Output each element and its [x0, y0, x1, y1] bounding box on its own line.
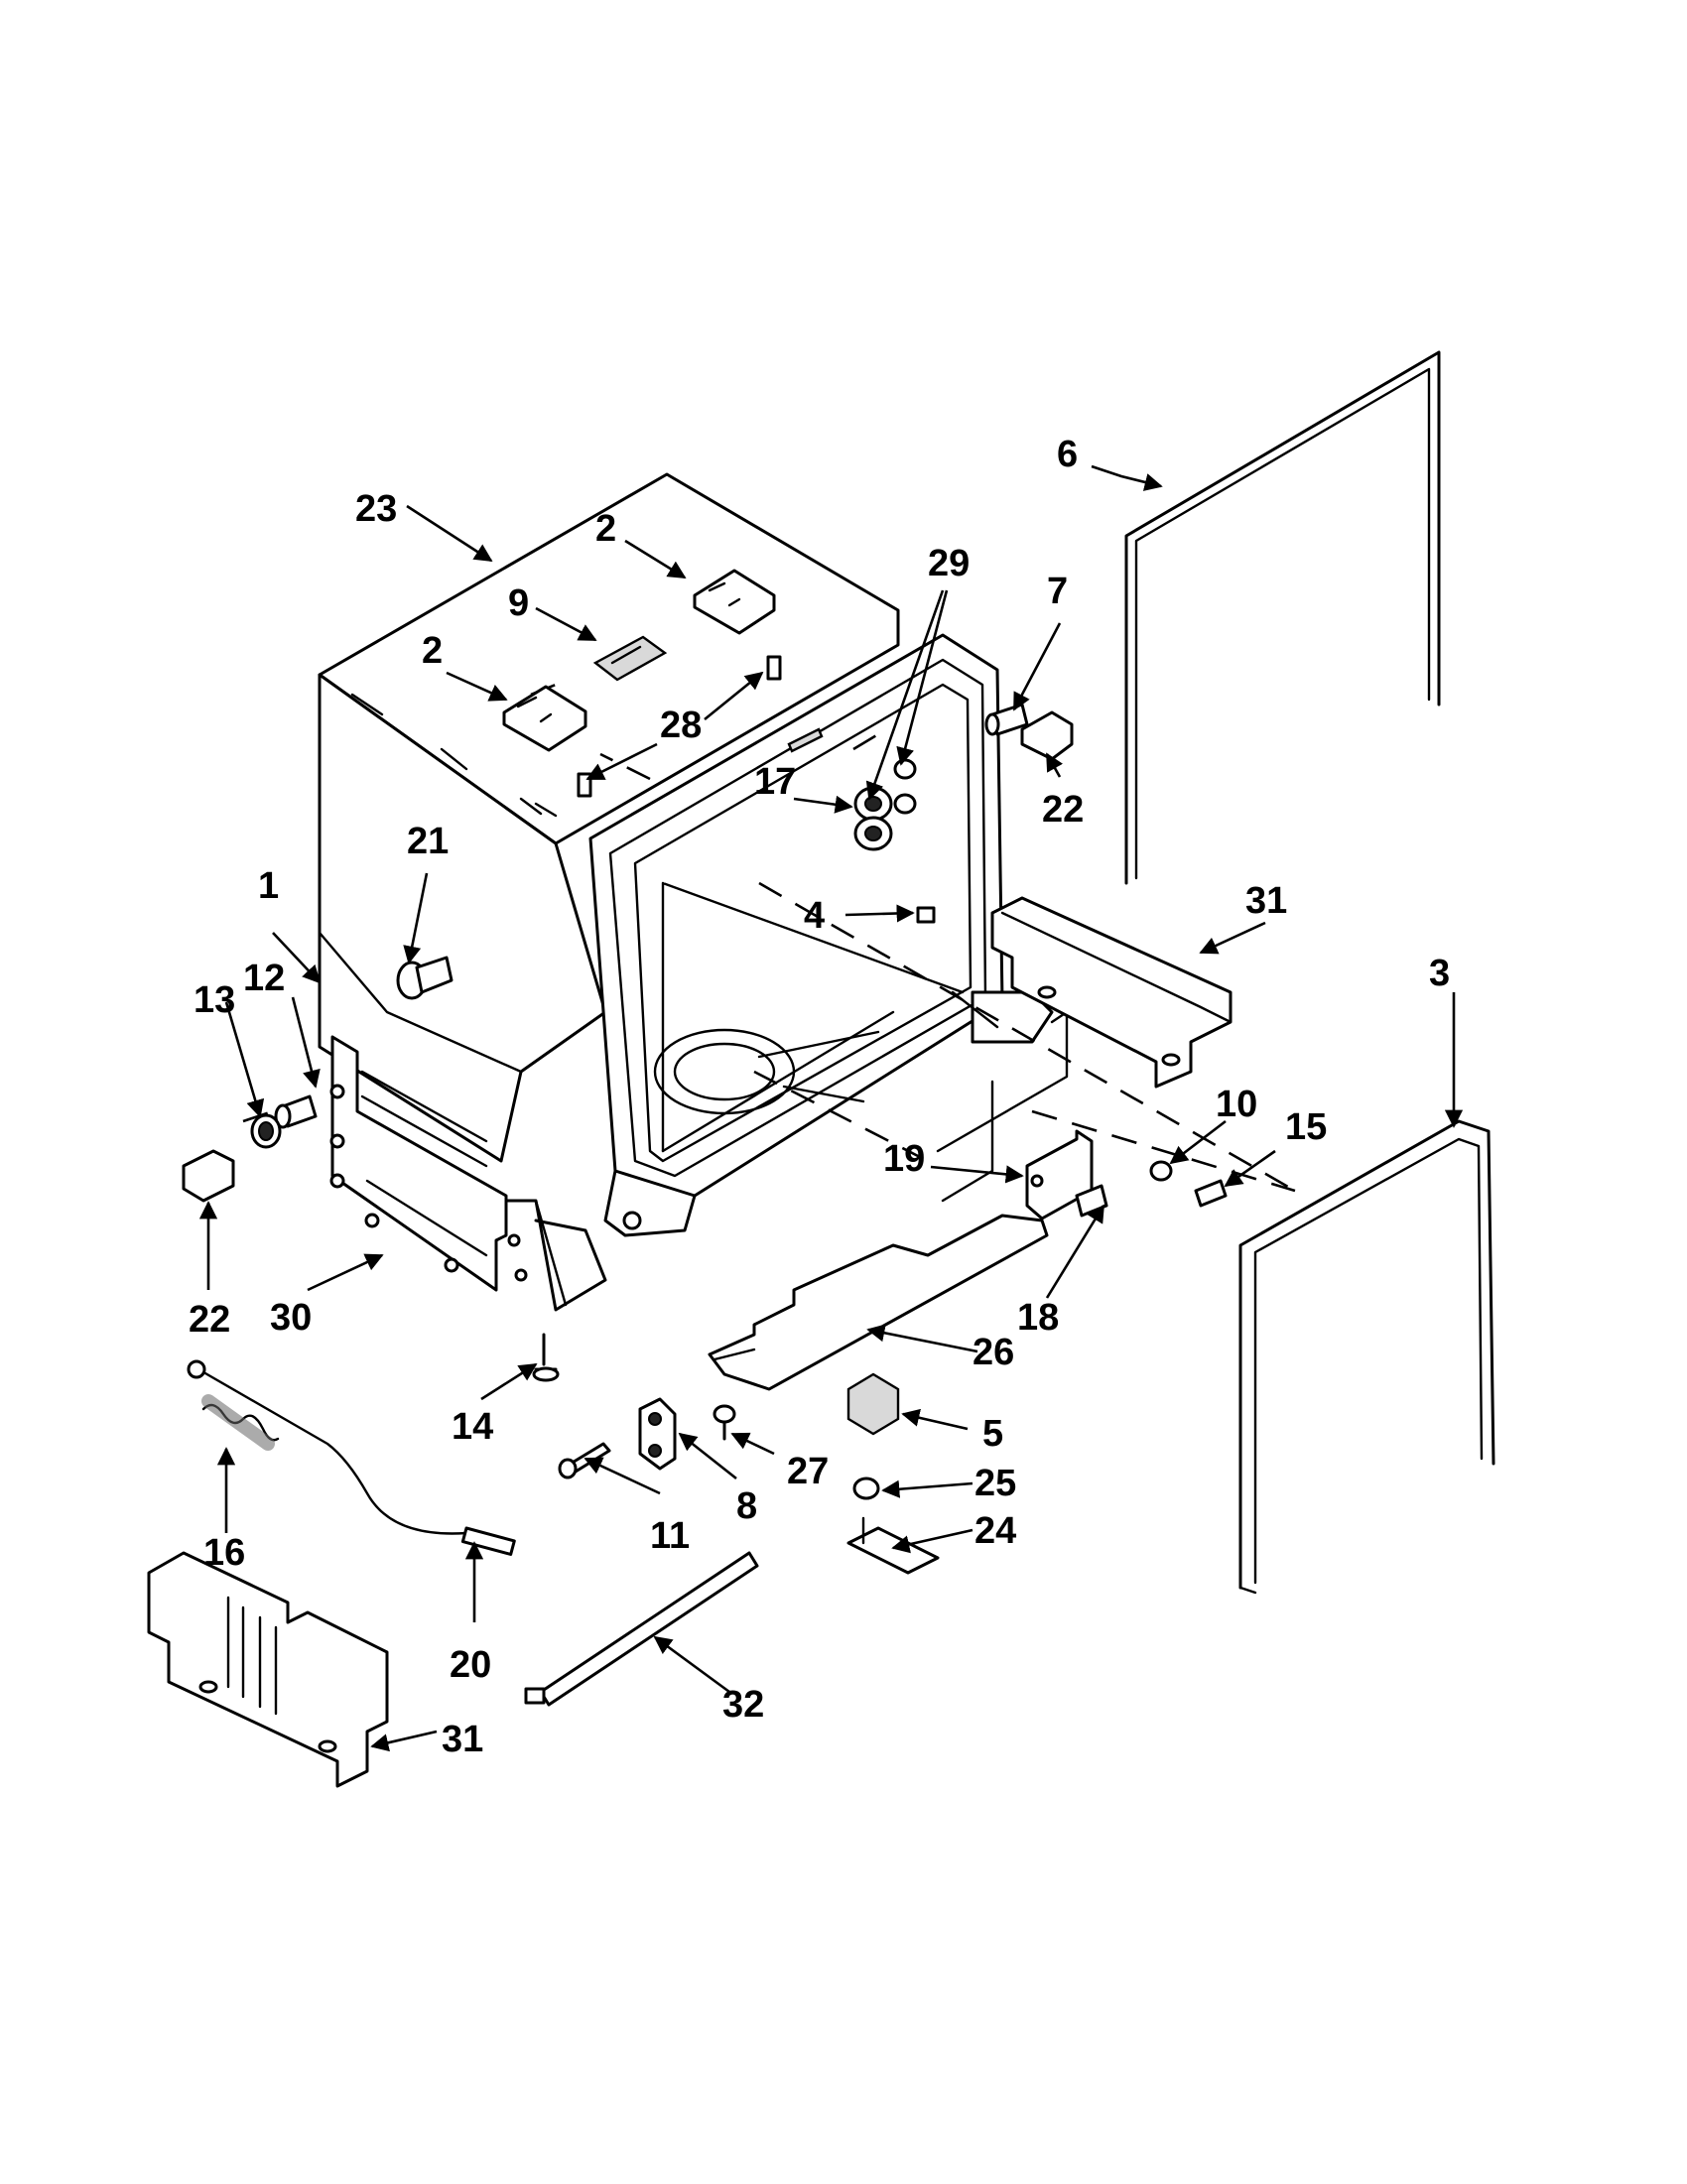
callout-19: 19: [883, 1138, 925, 1180]
callout-22-upper: 22: [1042, 789, 1084, 831]
clip-10: [1149, 1160, 1173, 1182]
knob-25: [852, 1477, 880, 1500]
hinge-clip-2-lower: [502, 685, 587, 752]
callout-11: 11: [650, 1515, 690, 1557]
callout-28: 28: [660, 705, 702, 746]
cable-tie-32: [524, 1551, 759, 1707]
leg-14: [532, 1333, 560, 1382]
callout-30: 30: [270, 1297, 312, 1339]
callout-8: 8: [736, 1485, 757, 1527]
gasket-3: [1238, 1119, 1495, 1595]
callout-22-lower: 22: [189, 1299, 230, 1341]
gasket-6: [1124, 350, 1441, 885]
spacer-9: [592, 635, 668, 682]
bracket-24: [846, 1516, 940, 1575]
callout-labels: 1 2 2 3 4 5 6 7 8 9 10 11 12 13 14 15 16…: [189, 434, 1450, 1760]
callout-5: 5: [982, 1413, 1003, 1455]
callout-12: 12: [243, 958, 285, 999]
callout-13: 13: [194, 979, 235, 1021]
callout-7: 7: [1047, 571, 1068, 612]
callout-14: 14: [452, 1406, 493, 1448]
callout-31-upper: 31: [1245, 880, 1287, 922]
insulation-31-lower: [147, 1551, 389, 1788]
cable-20: [187, 1359, 516, 1556]
callout-3: 3: [1429, 953, 1450, 994]
leader-lines: [198, 464, 1464, 1752]
callout-18: 18: [1017, 1297, 1059, 1339]
screw-15: [1194, 1179, 1228, 1208]
callout-2-upper: 2: [595, 508, 616, 550]
clip-4: [916, 906, 936, 924]
screw-12: [274, 1094, 318, 1129]
tub-assembly: [318, 472, 1069, 1312]
callout-4: 4: [804, 895, 825, 937]
plate-26: [708, 1214, 1049, 1391]
callout-17: 17: [754, 761, 796, 803]
callout-24: 24: [974, 1510, 1016, 1552]
hinge-clip-2-upper: [693, 569, 776, 635]
callout-6: 6: [1057, 434, 1078, 475]
callout-15: 15: [1285, 1106, 1327, 1148]
block-5: [846, 1372, 900, 1436]
callout-2-lower: 2: [422, 630, 443, 672]
callout-21: 21: [407, 821, 449, 862]
cap-22-upper: [1020, 710, 1074, 761]
plug-21: [396, 956, 454, 1000]
callout-10: 10: [1216, 1084, 1257, 1125]
foot-27: [713, 1404, 736, 1441]
nut-13: [250, 1113, 282, 1149]
spring-16: [201, 1394, 280, 1451]
callout-26: 26: [973, 1332, 1014, 1373]
callout-29: 29: [928, 543, 970, 584]
screw-11: [558, 1442, 611, 1479]
callout-27: 27: [787, 1451, 829, 1492]
insulation-31-upper: [990, 896, 1233, 1089]
screw-7: [984, 703, 1029, 736]
callout-20: 20: [450, 1644, 491, 1686]
callout-31-lower: 31: [442, 1719, 483, 1760]
cap-22-lower: [182, 1149, 235, 1203]
callout-23: 23: [355, 488, 397, 530]
screw-28-upper: [766, 655, 782, 681]
callout-1: 1: [258, 865, 279, 907]
callout-32: 32: [722, 1684, 764, 1726]
callout-16: 16: [203, 1532, 245, 1574]
callout-25: 25: [974, 1463, 1016, 1504]
bracket-8: [638, 1397, 677, 1471]
callout-9: 9: [508, 582, 529, 624]
